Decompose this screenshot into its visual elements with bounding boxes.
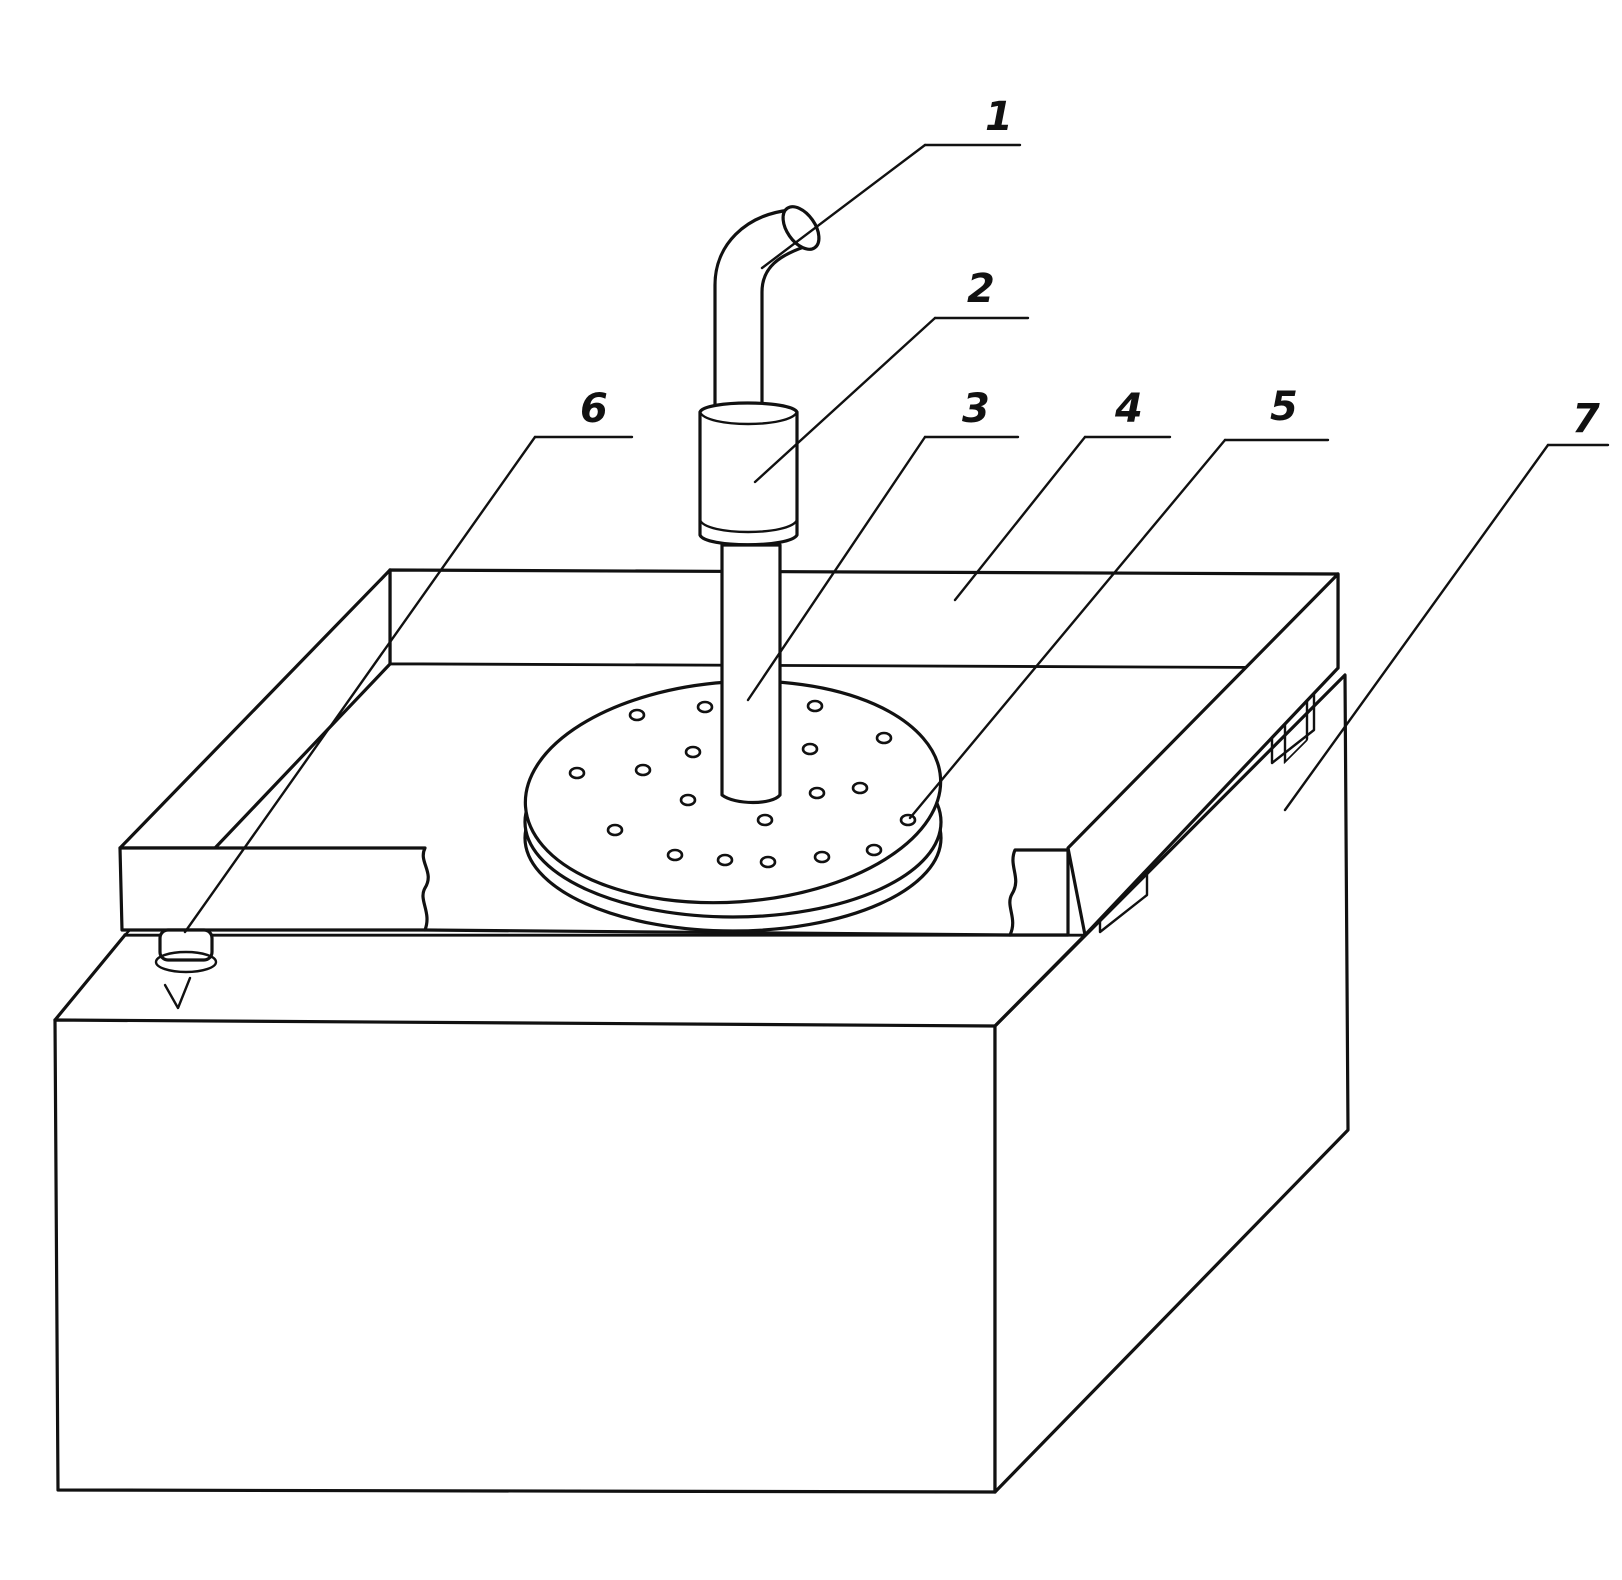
tray-right-wall (1066, 572, 1340, 937)
tray-front-left-wall (118, 846, 430, 932)
label-4: 4 (1114, 386, 1143, 432)
disc-hole (568, 766, 586, 780)
coupling-sleeve (698, 401, 799, 547)
disc-hole (808, 786, 826, 800)
base-top-front-edge (993, 933, 1087, 1028)
leader-line-3 (746, 435, 927, 702)
label-1: 1 (985, 94, 1013, 140)
base-front-face (53, 1018, 997, 1494)
pipe (698, 205, 821, 805)
disc-hole (806, 699, 824, 713)
part-labels: 1 2 3 4 5 6 7 (580, 94, 1600, 442)
leader-lines (183, 143, 1610, 934)
disc-hole (684, 745, 702, 759)
leader-line-7 (1283, 443, 1550, 812)
disc-hole (628, 708, 646, 722)
leader-line-5 (908, 438, 1227, 820)
disc-hole (875, 731, 893, 745)
disc-holes (568, 699, 917, 869)
disc-hole (716, 853, 734, 867)
disc-hole (813, 850, 831, 864)
base-side-face (993, 673, 1350, 1494)
drain-valve-body (158, 928, 214, 962)
disc-hole (899, 813, 917, 827)
disc-hole (634, 763, 652, 777)
base-box (53, 673, 1350, 1494)
label-2: 2 (967, 266, 995, 312)
drain-valve (154, 928, 218, 1010)
disc-hole (801, 742, 819, 756)
label-7: 7 (1572, 396, 1600, 442)
base-top-left-edge (53, 933, 127, 1022)
coupling-top-rim (698, 410, 799, 426)
disc-hole (606, 823, 624, 837)
drain-valve-outlet (154, 950, 218, 974)
label-3: 3 (962, 386, 990, 432)
perforated-disc (523, 679, 943, 933)
coupling-bottom-rim (698, 518, 799, 534)
drain-drip-mark (163, 976, 192, 1010)
pipe-lower-section (720, 543, 782, 805)
leader-line-6 (183, 435, 537, 934)
leader-line-2 (753, 316, 937, 484)
leader-line-1 (760, 143, 927, 270)
disc-hole (696, 700, 714, 714)
disc-hole (865, 843, 883, 857)
label-5: 5 (1270, 384, 1298, 430)
tray-front-floor-edge (423, 928, 1012, 937)
nozzle-icon (781, 205, 821, 251)
disc-hole (756, 813, 774, 827)
leader-line-4 (953, 435, 1087, 602)
tray-front-right-wall (1008, 848, 1070, 937)
disc-hole (666, 848, 684, 862)
disc-hole (851, 781, 869, 795)
label-6: 6 (580, 386, 608, 432)
tray-back-wall (388, 568, 1340, 670)
disc-hole (679, 793, 697, 807)
disc-hole (759, 855, 777, 869)
